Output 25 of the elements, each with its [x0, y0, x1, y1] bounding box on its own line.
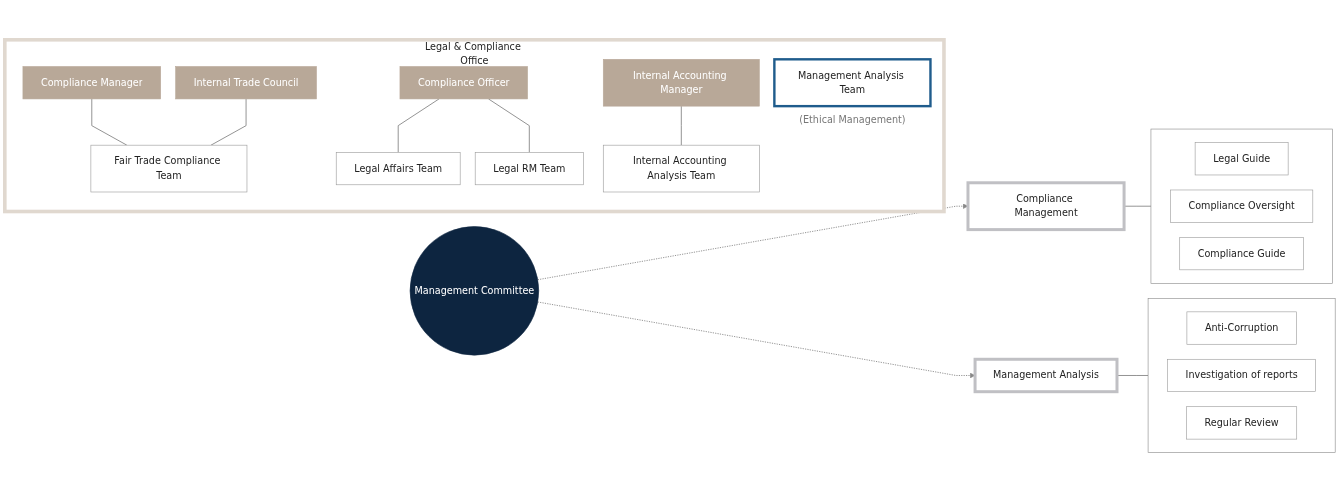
node-box: Compliance Guide — [1179, 236, 1304, 270]
node-box: Management Analysis Team — [773, 57, 932, 108]
node-label: (Ethical Management) — [799, 113, 906, 126]
node-box: Legal Guide — [1194, 142, 1289, 176]
node-box: Compliance Oversight — [1170, 189, 1314, 223]
node-box: Management Analysis — [973, 357, 1119, 393]
node-box: Legal Affairs Team — [335, 151, 461, 185]
node-box: Compliance Officer — [399, 66, 528, 99]
node-box: Internal Accounting Analysis Team — [602, 144, 760, 193]
cluster — [1150, 128, 1333, 284]
node-box: Investigation of reports — [1167, 358, 1316, 392]
cluster — [1147, 297, 1336, 453]
node-box: Legal RM Team — [474, 151, 584, 185]
connector — [397, 98, 440, 153]
connector — [1116, 374, 1149, 376]
node-box: Compliance Management — [966, 181, 1126, 231]
node-box: Internal Accounting Manager — [602, 58, 760, 107]
node-box: Compliance Manager — [22, 66, 161, 99]
node-circle: Management Committee — [409, 226, 539, 356]
connector — [488, 98, 530, 153]
connector — [680, 105, 682, 146]
node-box: Fair Trade Compliance Team — [90, 144, 248, 193]
node-box: Internal Trade Council — [175, 66, 317, 99]
node-box: Regular Review — [1186, 406, 1298, 440]
node-box: Anti-Corruption — [1186, 311, 1297, 345]
